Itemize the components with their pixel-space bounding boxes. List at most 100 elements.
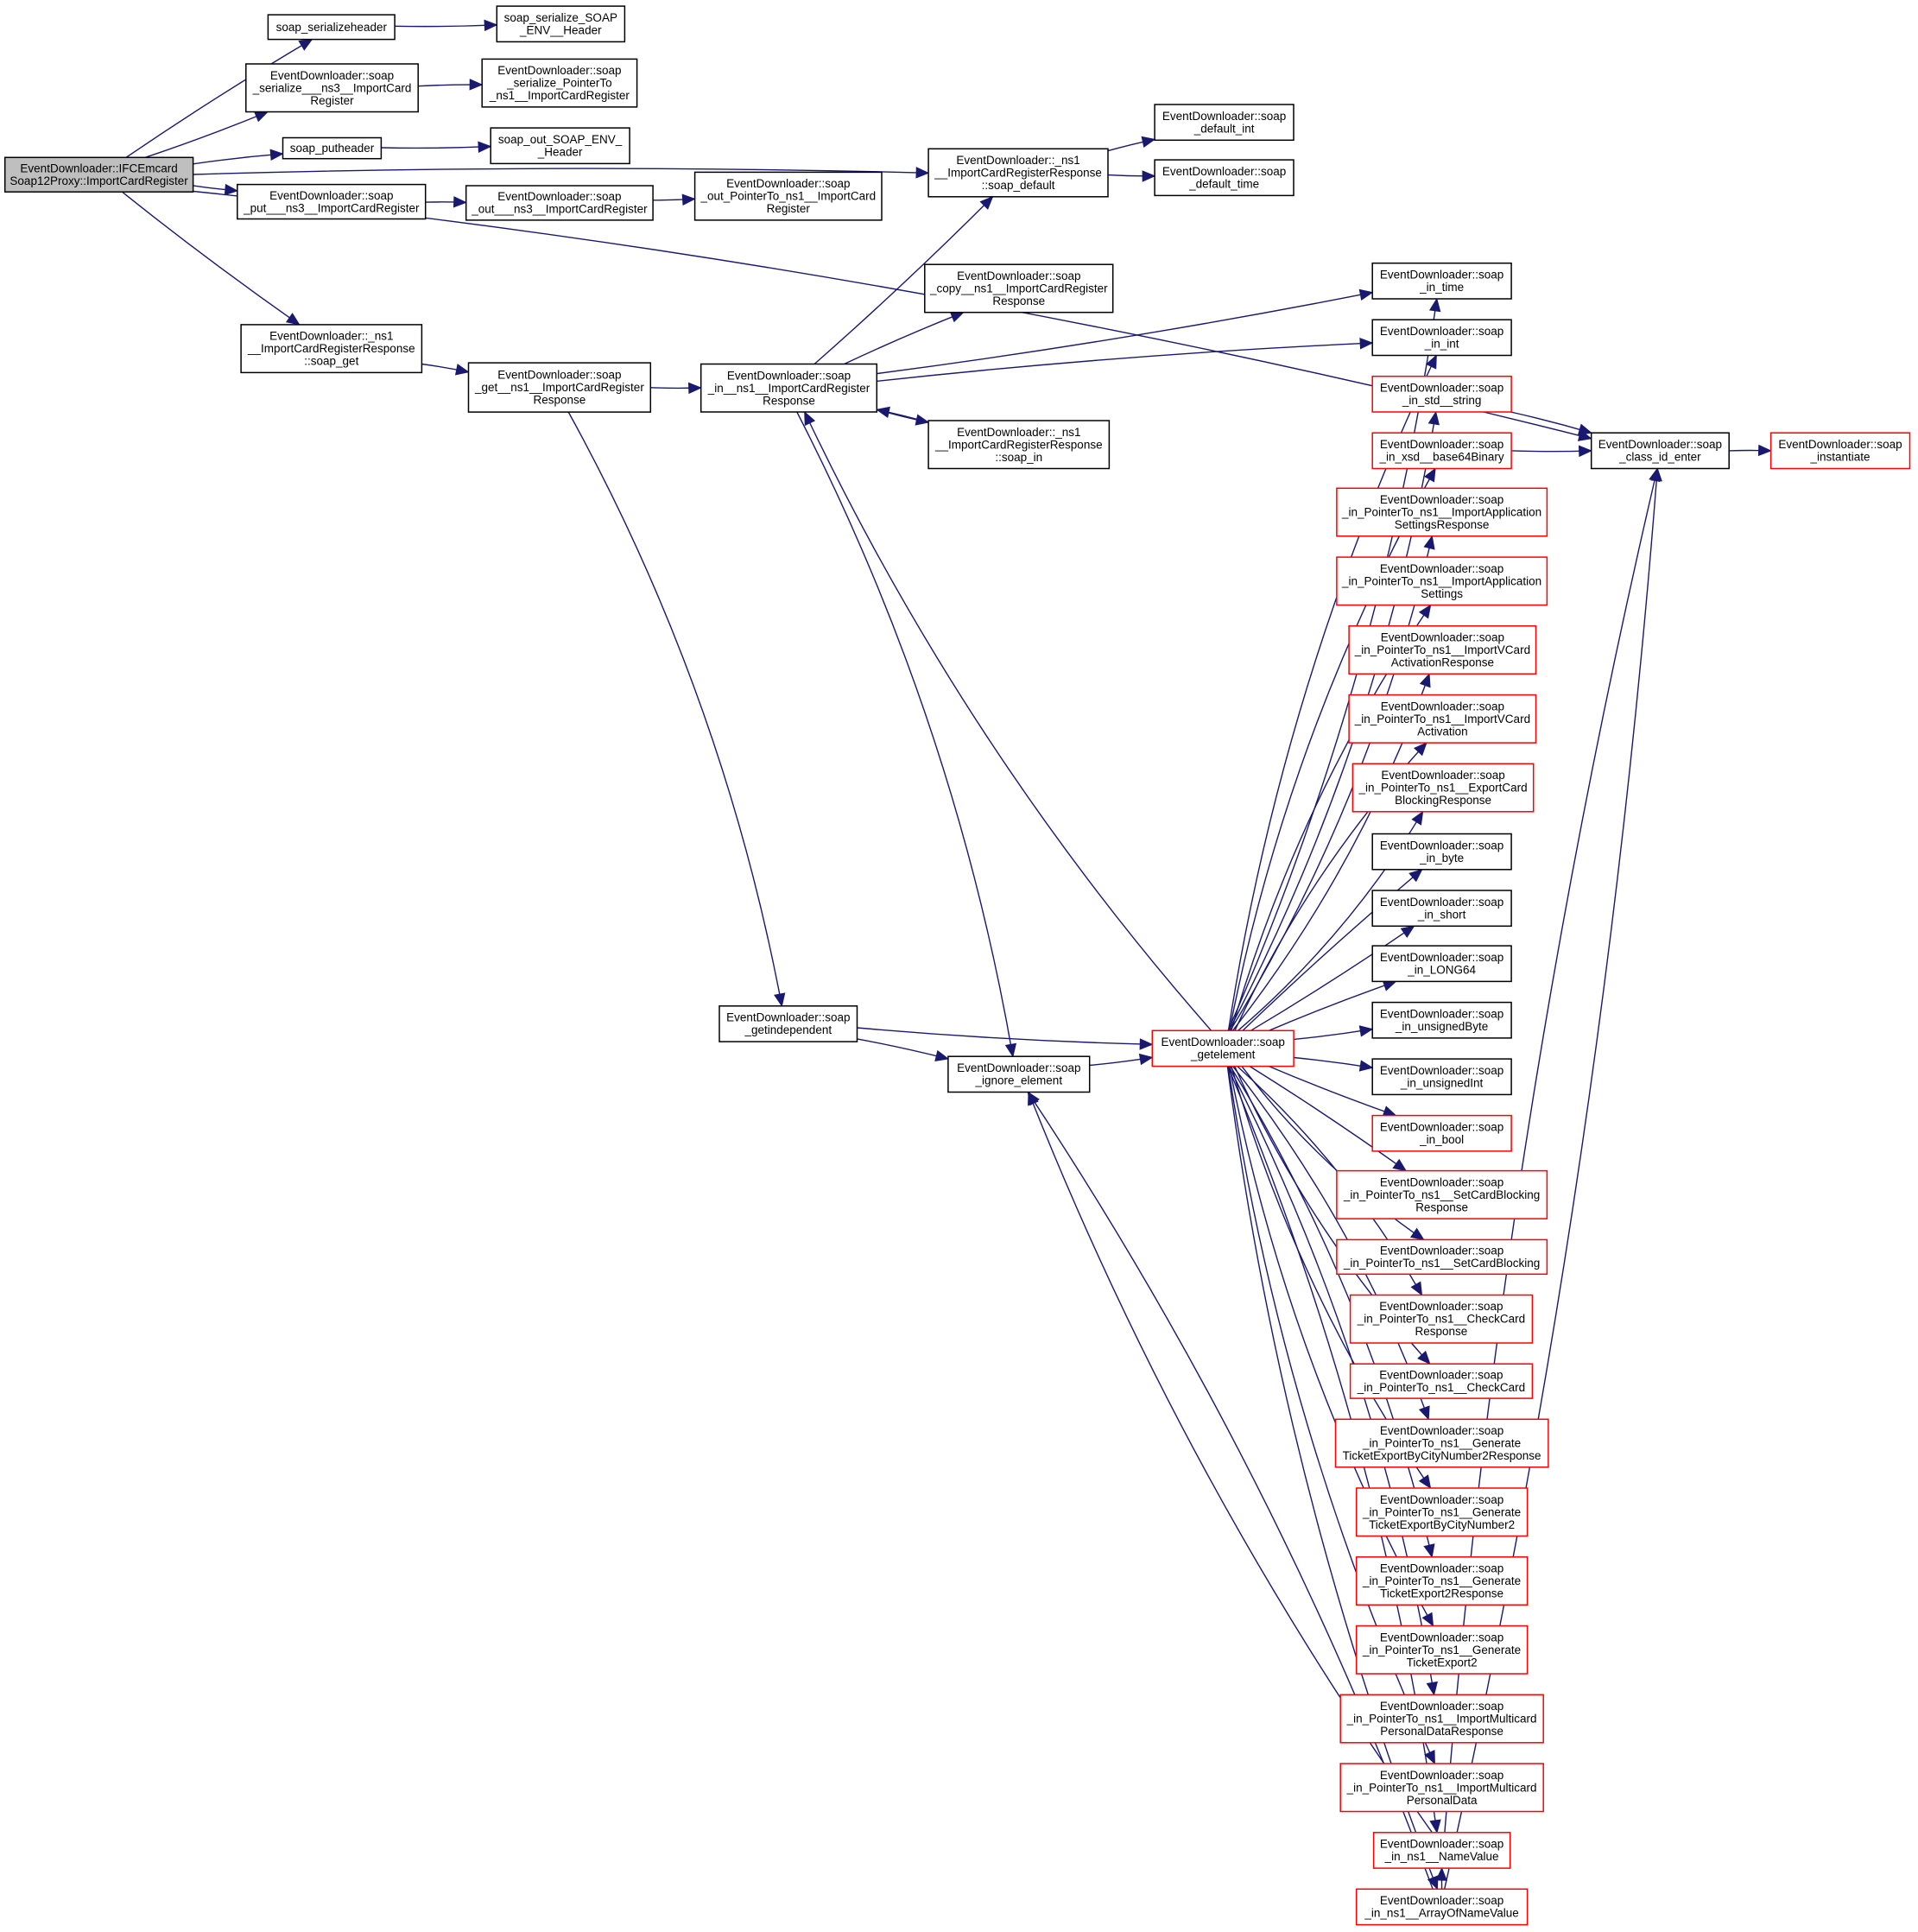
- edge-root-to-soap_default: [193, 167, 930, 179]
- node-box: [1371, 945, 1512, 983]
- edge-in_std_string-to-class_id_enter: [1510, 411, 1592, 435]
- node-in-ptr-multicard[interactable]: EventDownloader::soap_in_PointerTo_ns1__…: [1339, 1763, 1544, 1813]
- node-in-time[interactable]: EventDownloader::soap_in_time: [1371, 262, 1512, 300]
- node-in-namevalue[interactable]: EventDownloader::soap_in_ns1__NameValue: [1372, 1832, 1511, 1869]
- edge-serializeheader-to-ser_soap_env_header: [395, 19, 498, 32]
- node-instantiate[interactable]: EventDownloader::soap_instantiate: [1769, 432, 1911, 470]
- node-label-line: EventDownloader::soap: [1381, 700, 1504, 713]
- node-label-line: EventDownloader::soap: [1379, 1300, 1503, 1313]
- node-box: [1371, 833, 1512, 871]
- node-in-ns1[interactable]: EventDownloader::soap_in__ns1__ImportCar…: [699, 363, 878, 413]
- node-label-line: _in_byte: [1419, 852, 1464, 865]
- node-soap-get[interactable]: EventDownloader::_ns1__ImportCardRegiste…: [240, 324, 423, 374]
- node-in-long64[interactable]: EventDownloader::soap_in_LONG64: [1371, 945, 1512, 983]
- node-label-line: EventDownloader::soap: [1380, 1245, 1503, 1257]
- node-default-int[interactable]: EventDownloader::soap_default_int: [1154, 104, 1294, 142]
- node-label-line: Response: [992, 295, 1045, 307]
- node-ser-ptr-ns1[interactable]: EventDownloader::soap_serialize_PointerT…: [481, 58, 638, 108]
- node-class-id-enter[interactable]: EventDownloader::soap_class_id_enter: [1590, 432, 1730, 470]
- node-label-line: EventDownloader::soap: [1381, 631, 1504, 644]
- edge-in_ns1-to-in_int: [877, 337, 1374, 383]
- node-in-array-namevalue[interactable]: EventDownloader::soap_in_ns1__ArrayOfNam…: [1355, 1888, 1529, 1926]
- node-in-ptr-multicard-resp[interactable]: EventDownloader::soap_in_PointerTo_ns1__…: [1339, 1694, 1544, 1744]
- node-in-ptr-gen2[interactable]: EventDownloader::soap_in_PointerTo_ns1__…: [1355, 1625, 1529, 1675]
- arrowhead-icon: [1141, 136, 1156, 148]
- node-in-bool[interactable]: EventDownloader::soap_in_bool: [1371, 1114, 1512, 1152]
- node-in-ptr-gen-city[interactable]: EventDownloader::soap_in_PointerTo_ns1__…: [1355, 1487, 1529, 1537]
- node-in-uint[interactable]: EventDownloader::soap_in_unsignedInt: [1371, 1058, 1512, 1096]
- node-in-short[interactable]: EventDownloader::soap_in_short: [1371, 890, 1512, 928]
- node-copy-ns1[interactable]: EventDownloader::soap_copy__ns1__ImportC…: [924, 263, 1114, 314]
- edge-get_ns1-to-in_ns1: [650, 382, 702, 395]
- node-get-ns1[interactable]: EventDownloader::soap_get__ns1__ImportCa…: [467, 362, 652, 413]
- node-box: [1371, 1114, 1512, 1152]
- node-getelement[interactable]: EventDownloader::soap_getelement: [1151, 1029, 1294, 1067]
- node-soap-in[interactable]: EventDownloader::_ns1__ImportCardRegiste…: [927, 420, 1111, 470]
- edge-line: [857, 1027, 1153, 1045]
- node-label-line: EventDownloader::soap: [957, 269, 1080, 282]
- node-in-int[interactable]: EventDownloader::soap_in_int: [1371, 319, 1512, 357]
- node-box: [1348, 694, 1537, 744]
- node-label-line: EventDownloader::soap: [1380, 896, 1503, 909]
- node-in-ptr-checkcard-resp[interactable]: EventDownloader::soap_in_PointerTo_ns1__…: [1349, 1294, 1534, 1344]
- node-in-ptr-gen2-resp[interactable]: EventDownloader::soap_in_PointerTo_ns1__…: [1355, 1556, 1529, 1606]
- node-in-byte[interactable]: EventDownloader::soap_in_byte: [1371, 833, 1512, 871]
- node-label-line: _in_short: [1417, 908, 1466, 921]
- edge-line: [395, 24, 497, 28]
- node-box: [282, 136, 383, 160]
- node-label-line: Register: [310, 94, 354, 107]
- edge-soap_default-to-default_int: [1107, 136, 1156, 152]
- node-ignore-element[interactable]: EventDownloader::soap_ignore_element: [947, 1055, 1091, 1093]
- node-in-ptr-gen-city-resp[interactable]: EventDownloader::soap_in_PointerTo_ns1__…: [1334, 1418, 1549, 1468]
- node-ser-ns3[interactable]: EventDownloader::soap_serialize___ns3__I…: [245, 63, 419, 113]
- edge-getindependent-to-ignore_element: [857, 1038, 950, 1062]
- edge-line: [1242, 869, 1423, 1031]
- node-in-ptr-setblock-resp[interactable]: EventDownloader::soap_in_PointerTo_ns1__…: [1336, 1169, 1548, 1219]
- node-put-ns3[interactable]: EventDownloader::soap_put___ns3__ImportC…: [237, 183, 427, 220]
- node-in-ptr-checkcard[interactable]: EventDownloader::soap_in_PointerTo_ns1__…: [1349, 1363, 1534, 1399]
- node-out-soap-env-header[interactable]: soap_out_SOAP_ENV__Header: [490, 127, 630, 165]
- node-in-std-string[interactable]: EventDownloader::soap_in_std__string: [1371, 375, 1512, 413]
- node-label-line: soap_serialize_SOAP: [504, 11, 617, 24]
- arrowhead-icon: [687, 382, 702, 395]
- node-label-line: _in_ns1__NameValue: [1384, 1850, 1499, 1863]
- node-soap-default[interactable]: EventDownloader::_ns1__ImportCardRegiste…: [927, 148, 1109, 198]
- node-getindependent[interactable]: EventDownloader::soap_getindependent: [718, 1005, 858, 1042]
- node-label-line: soap_out_SOAP_ENV_: [498, 133, 623, 146]
- node-label-line: _instantiate: [1809, 451, 1870, 464]
- node-in-ptr-vcard-resp[interactable]: EventDownloader::soap_in_PointerTo_ns1__…: [1348, 625, 1537, 675]
- node-serializeheader[interactable]: soap_serializeheader: [267, 14, 396, 41]
- node-label-line: EventDownloader::_ns1: [269, 330, 393, 343]
- node-label-line: ::soap_get: [304, 355, 358, 368]
- node-label-line: _ns1__ImportCardRegister: [489, 89, 630, 102]
- node-label-line: _in_PointerTo_ns1__Generate: [1362, 1644, 1521, 1656]
- edge-line: [813, 196, 993, 365]
- arrowhead-icon: [253, 111, 269, 123]
- node-out-ns3[interactable]: EventDownloader::soap_out___ns3__ImportC…: [465, 185, 654, 221]
- node-label-line: _in__ns1__ImportCardRegister: [707, 382, 870, 395]
- node-box: [1349, 1363, 1534, 1399]
- node-box: [465, 185, 654, 221]
- node-label-line: _in_unsignedByte: [1395, 1020, 1488, 1033]
- node-in-ubyte[interactable]: EventDownloader::soap_in_unsignedByte: [1371, 1001, 1512, 1039]
- arrowhead-icon: [1358, 1025, 1374, 1037]
- node-in-ptr-appsettings[interactable]: EventDownloader::soap_in_PointerTo_ns1__…: [1336, 556, 1548, 606]
- node-putheader[interactable]: soap_putheader: [282, 136, 383, 160]
- edge-class_id_enter-to-instantiate: [1729, 444, 1772, 457]
- node-box: [1336, 556, 1548, 606]
- node-label-line: Settings: [1421, 587, 1463, 600]
- node-in-ptr-setblock[interactable]: EventDownloader::soap_in_PointerTo_ns1__…: [1336, 1238, 1548, 1276]
- node-label-line: EventDownloader::soap: [1380, 1493, 1503, 1506]
- node-in-base64[interactable]: EventDownloader::soap_in_xsd__base64Bina…: [1371, 432, 1512, 470]
- node-in-ptr-appsettings-resp[interactable]: EventDownloader::soap_in_PointerTo_ns1__…: [1336, 487, 1548, 537]
- node-in-ptr-exportblock-resp[interactable]: EventDownloader::soap_in_PointerTo_ns1__…: [1351, 763, 1535, 813]
- node-ser-soap-env-header[interactable]: soap_serialize_SOAP_ENV__Header: [496, 5, 626, 43]
- node-out-ptr-ns1[interactable]: EventDownloader::soap_out_PointerTo_ns1_…: [693, 171, 883, 221]
- node-label-line: Register: [767, 202, 811, 215]
- node-box: [240, 324, 423, 374]
- node-root[interactable]: EventDownloader::IFCEmcardSoap12Proxy::I…: [3, 156, 194, 193]
- node-in-ptr-vcard[interactable]: EventDownloader::soap_in_PointerTo_ns1__…: [1348, 694, 1537, 744]
- node-default-time[interactable]: EventDownloader::soap_default_time: [1154, 159, 1294, 197]
- node-box: [1371, 432, 1512, 470]
